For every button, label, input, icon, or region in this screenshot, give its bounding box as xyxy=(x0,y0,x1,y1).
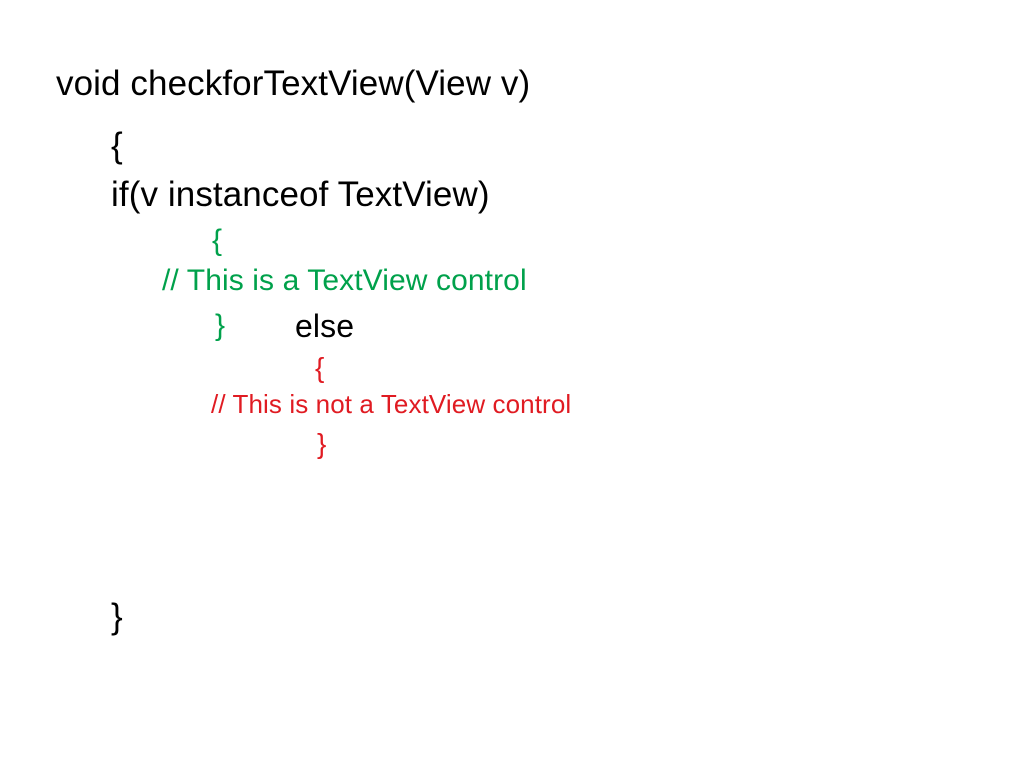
code-line-close-brace-method: } xyxy=(111,597,123,636)
code-line-open-brace-else: { xyxy=(315,352,325,383)
code-line-close-brace-if: } xyxy=(215,309,226,342)
code-line-method-signature: void checkforTextView(View v) xyxy=(56,64,531,103)
code-line-else-keyword: else xyxy=(295,308,355,344)
code-line-open-brace-if: { xyxy=(212,224,223,257)
code-line-if-statement: if(v instanceof TextView) xyxy=(111,175,490,214)
code-line-comment-not-textview: // This is not a TextView control xyxy=(211,389,572,419)
code-line-close-brace-else: } xyxy=(317,428,327,459)
code-line-open-brace-method: { xyxy=(111,126,123,165)
code-line-comment-textview: // This is a TextView control xyxy=(162,264,527,297)
